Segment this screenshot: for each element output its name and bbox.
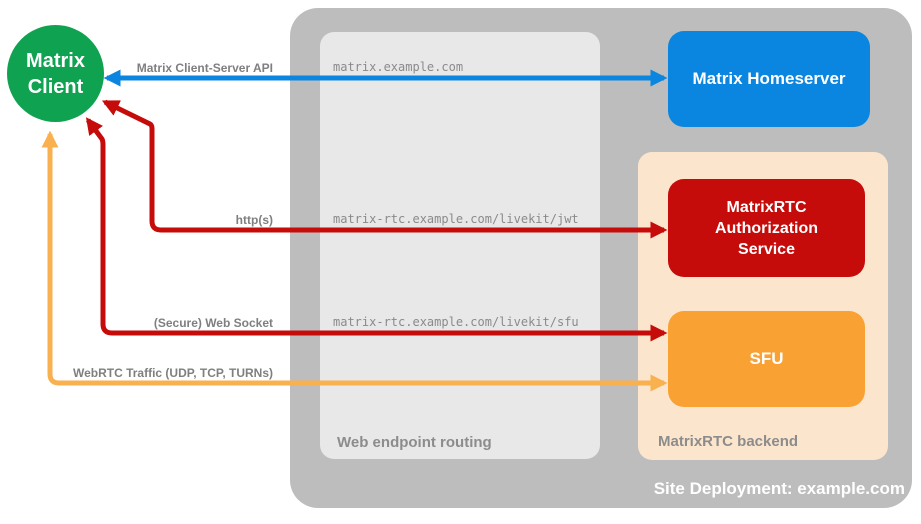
web-endpoint-routing-container	[320, 32, 600, 459]
connection-label-webrtc-traffic: WebRTC Traffic (UDP, TCP, TURNs)	[72, 366, 273, 380]
matrix-homeserver-node: Matrix Homeserver	[668, 31, 870, 127]
matrixrtc-authorization-service-label: MatrixRTC Authorization Service	[714, 198, 819, 258]
matrixrtc-authorization-service-node: MatrixRTC Authorization Service	[668, 179, 865, 277]
connection-label-client-server-api: Matrix Client-Server API	[136, 61, 273, 75]
matrix-client-node: Matrix Client	[7, 25, 104, 122]
matrix-client-label: Matrix Client	[26, 49, 85, 98]
web-endpoint-routing-caption: Web endpoint routing	[337, 434, 492, 451]
site-deployment-caption: Site Deployment: example.com	[653, 479, 905, 498]
matrix-homeserver-label: Matrix Homeserver	[692, 69, 846, 88]
sfu-node: SFU	[668, 311, 865, 407]
endpoint-url-livekit-sfu: matrix-rtc.example.com/livekit/sfu	[333, 315, 579, 329]
connection-label-https: http(s)	[235, 213, 273, 227]
sfu-label: SFU	[749, 349, 784, 368]
endpoint-url-livekit-jwt: matrix-rtc.example.com/livekit/jwt	[333, 212, 579, 226]
connection-label-web-socket: (Secure) Web Socket	[153, 316, 273, 330]
endpoint-url-matrix: matrix.example.com	[333, 60, 464, 74]
matrixrtc-backend-caption: MatrixRTC backend	[658, 433, 799, 450]
